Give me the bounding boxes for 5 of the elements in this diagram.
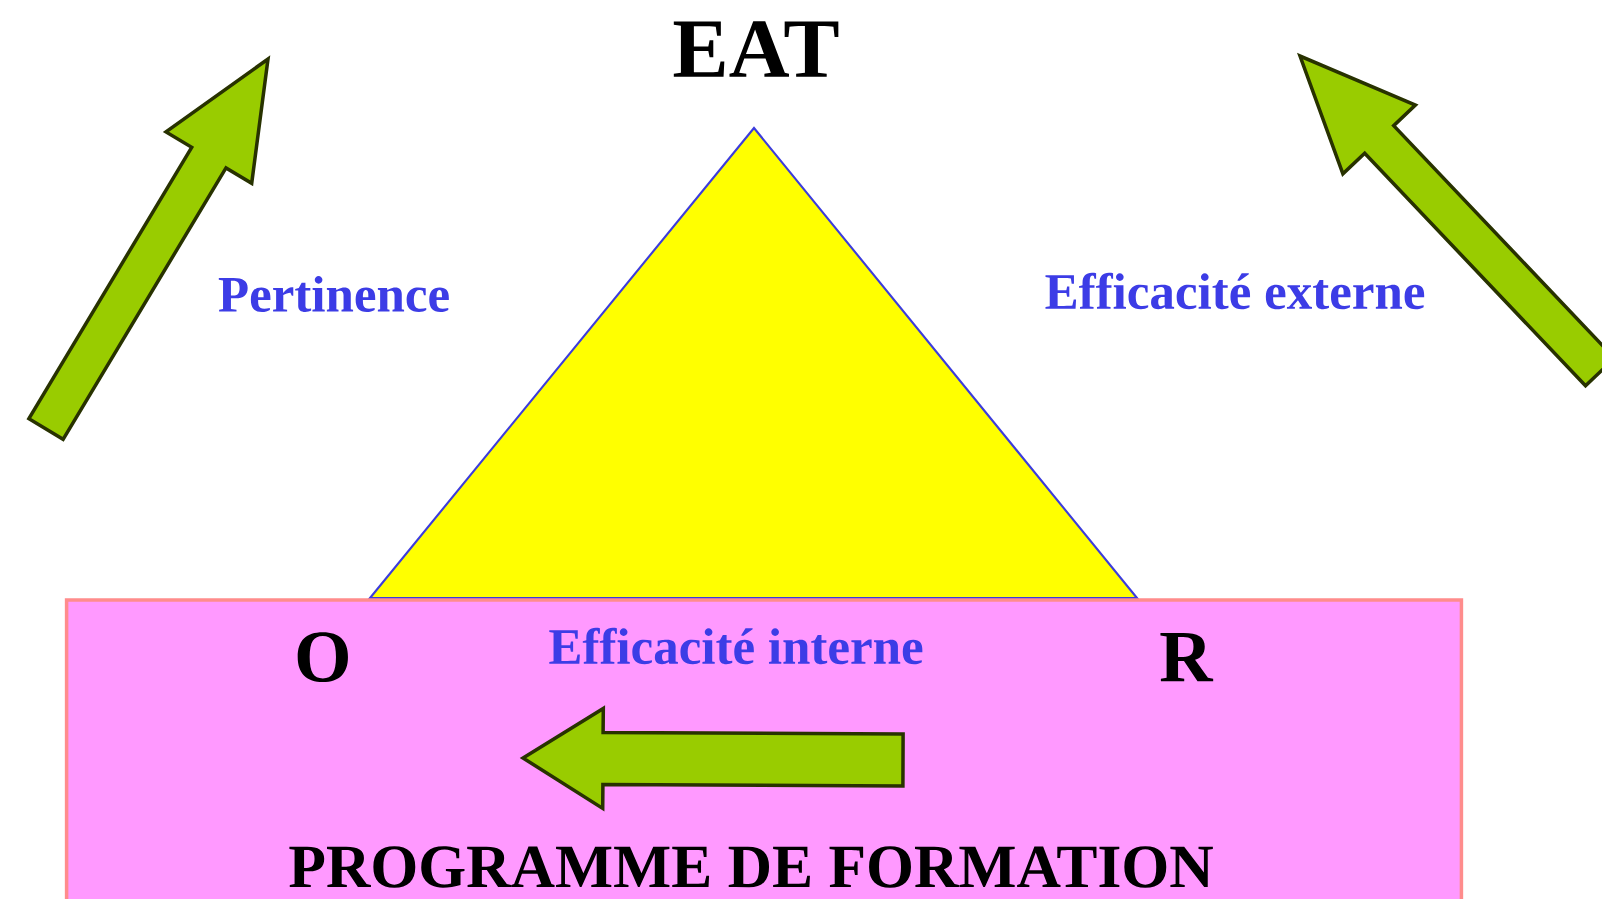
vertex-label: R [1160, 632, 1214, 682]
side-label: Efficacité externe [1045, 272, 1425, 310]
side-label: Pertinence [218, 276, 449, 312]
apex-label: EAT [673, 21, 839, 77]
vertex-label: O [297, 632, 348, 682]
